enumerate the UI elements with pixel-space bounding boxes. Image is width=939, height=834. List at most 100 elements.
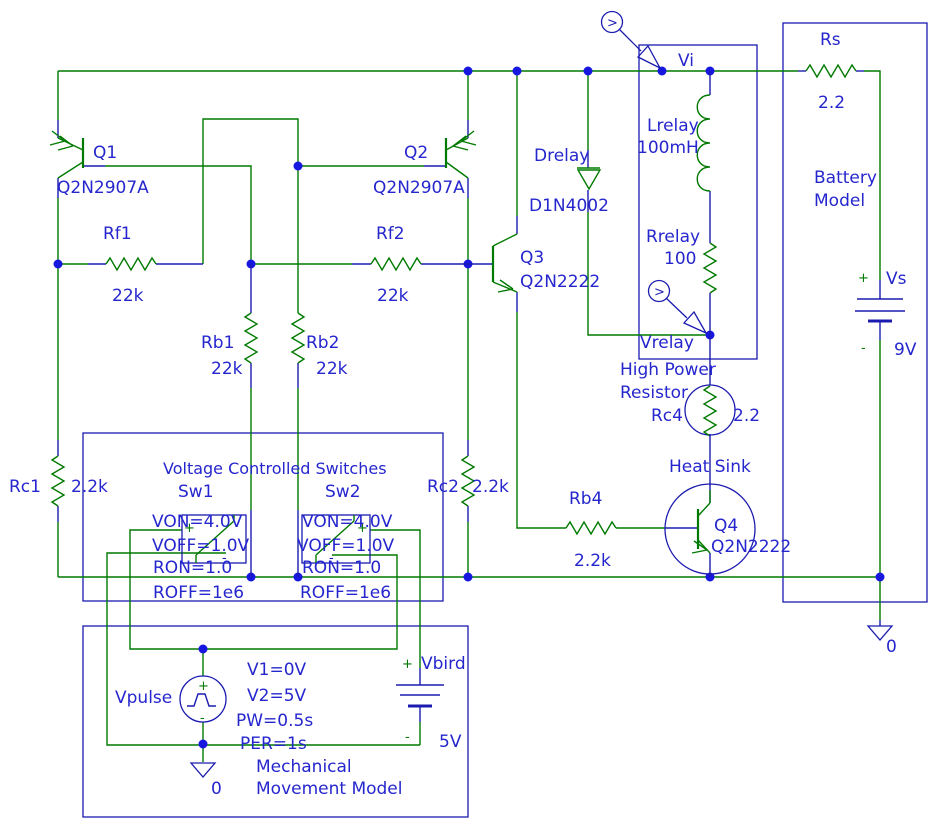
vs-ref[interactable]: Vs: [886, 269, 907, 289]
rc2-ref[interactable]: Rc2: [427, 477, 459, 497]
rb2-ref[interactable]: Rb2: [306, 333, 339, 353]
resistor-rc1[interactable]: Rc1 2.2k: [9, 440, 108, 522]
note-battery-2: Model: [814, 191, 865, 211]
resistor-rb2[interactable]: Rb2 22k: [290, 312, 348, 388]
vpulse-param-v1[interactable]: V1=0V: [247, 660, 307, 680]
mechanical-model-box[interactable]: [82, 625, 469, 818]
ground-icon: [189, 762, 217, 778]
sw1-ref[interactable]: Sw1: [178, 482, 214, 502]
vs-value[interactable]: 9V: [894, 340, 917, 360]
vpulse-param-per[interactable]: PER=1s: [240, 734, 307, 754]
resistor-rf2[interactable]: Rf2 22k: [352, 224, 468, 306]
vbird-ref[interactable]: Vbird: [421, 654, 466, 674]
transistor-q4[interactable]: Q4 Q2N2222: [664, 483, 791, 577]
sw2-minus-mark: -: [329, 551, 334, 566]
resistor-rb1[interactable]: Rb1 22k: [201, 264, 259, 388]
lrelay-value[interactable]: 100mH: [637, 138, 699, 158]
rb4-ref[interactable]: Rb4: [569, 489, 602, 509]
resistor-rc2[interactable]: Rc2 2.2k: [427, 440, 509, 522]
source-vpulse[interactable]: + - Vpulse V1=0V V2=5V PW=0.5s PER=1s: [115, 660, 313, 754]
lrelay-ref[interactable]: Lrelay: [647, 116, 699, 136]
rb1-value[interactable]: 22k: [211, 359, 243, 379]
note-switch-box-title: Voltage Controlled Switches: [163, 459, 387, 478]
rrelay-ref[interactable]: Rrelay: [646, 227, 700, 247]
note-heat-sink: Heat Sink: [669, 457, 751, 477]
vbird-minus-mark: -: [405, 730, 410, 745]
q3-emitter-arrow-icon: [497, 279, 514, 293]
vbird-plus-mark: +: [402, 657, 413, 672]
rb2-value[interactable]: 22k: [316, 359, 348, 379]
rf1-value[interactable]: 22k: [112, 286, 144, 306]
probe-vrelay[interactable]: >: [647, 279, 708, 335]
probe-icon: [600, 10, 624, 34]
ground-battery[interactable]: 0: [866, 620, 897, 657]
switches-box[interactable]: [82, 432, 444, 602]
ground-vpulse[interactable]: 0: [189, 762, 222, 799]
sw1-param-voff[interactable]: VOFF=1.0V: [152, 536, 250, 556]
q3-model[interactable]: Q2N2222: [520, 272, 600, 292]
resistor-rb4[interactable]: Rb4 2.2k: [565, 489, 617, 571]
switch-sw2[interactable]: + - Sw2 VON=4.0V VOFF=1.0V RON=1.0 ROFF=…: [297, 482, 395, 603]
sw1-minus-mark: -: [222, 551, 227, 566]
net-label-vrelay[interactable]: Vrelay: [640, 333, 694, 353]
probe-glyph: >: [654, 285, 665, 300]
q4-ref[interactable]: Q4: [714, 516, 738, 536]
sw2-param-ron[interactable]: RON=1.0: [302, 558, 381, 578]
vs-plus-mark: +: [858, 271, 869, 286]
q1-model[interactable]: Q2N2907A: [57, 178, 149, 198]
q2-emitter-arrow-icon: [452, 130, 477, 151]
vpulse-param-v2[interactable]: V2=5V: [247, 686, 307, 706]
q2-model[interactable]: Q2N2907A: [373, 178, 465, 198]
source-vs[interactable]: + - Vs 9V: [855, 269, 917, 360]
sw2-param-von[interactable]: VON=4.0V: [302, 512, 393, 532]
resistor-rf1[interactable]: Rf1 22k: [88, 224, 203, 306]
transistor-q2[interactable]: Q2 Q2N2907A: [373, 120, 477, 198]
rc4-value[interactable]: 2.2: [733, 406, 760, 426]
net-label-vi[interactable]: Vi: [678, 51, 694, 71]
probe-arrowhead-icon: [682, 310, 708, 335]
rs-ref[interactable]: Rs: [820, 30, 841, 50]
vbird-value[interactable]: 5V: [439, 732, 462, 752]
sw1-param-von[interactable]: VON=4.0V: [152, 512, 243, 532]
sw1-param-ron[interactable]: RON=1.0: [153, 558, 232, 578]
sw1-plus-mark: +: [184, 521, 195, 536]
transistor-q1[interactable]: Q1 Q2N2907A: [49, 120, 149, 198]
battery-model-box[interactable]: [782, 22, 928, 603]
drelay-model[interactable]: D1N4002: [529, 196, 609, 216]
source-vbird[interactable]: + - Vbird 5V: [396, 654, 466, 752]
resistor-rrelay[interactable]: Rrelay 100: [646, 227, 718, 385]
ground-icon: [866, 625, 894, 641]
vs-minus-mark: -: [861, 341, 866, 356]
rb4-value[interactable]: 2.2k: [574, 551, 611, 571]
rc1-value[interactable]: 2.2k: [71, 477, 108, 497]
rf2-ref[interactable]: Rf2: [376, 224, 405, 244]
rb1-ref[interactable]: Rb1: [201, 333, 234, 353]
rc4-ref[interactable]: Rc4: [651, 406, 683, 426]
sw1-param-roff[interactable]: ROFF=1e6: [153, 583, 244, 603]
rc2-value[interactable]: 2.2k: [472, 477, 509, 497]
q2-ref[interactable]: Q2: [404, 143, 428, 163]
probe-glyph: >: [607, 16, 618, 31]
diode-drelay[interactable]: Drelay D1N4002: [529, 146, 609, 216]
sw2-param-voff[interactable]: VOFF=1.0V: [297, 536, 395, 556]
transistor-q3[interactable]: Q3 Q2N2222: [468, 216, 600, 312]
q3-ref[interactable]: Q3: [520, 248, 544, 268]
switch-sw1[interactable]: + - Sw1 VON=4.0V VOFF=1.0V RON=1.0 ROFF=…: [152, 482, 252, 603]
rf1-ref[interactable]: Rf1: [103, 224, 132, 244]
sw2-ref[interactable]: Sw2: [325, 482, 361, 502]
sw2-param-roff[interactable]: ROFF=1e6: [300, 583, 391, 603]
rs-value[interactable]: 2.2: [818, 93, 845, 113]
rf2-value[interactable]: 22k: [377, 286, 409, 306]
q4-model[interactable]: Q2N2222: [711, 537, 791, 557]
rc1-ref[interactable]: Rc1: [9, 477, 41, 497]
inductor-lrelay[interactable]: Lrelay 100mH: [637, 71, 711, 243]
resistor-rs[interactable]: Rs 2.2: [798, 30, 864, 113]
probe-vi[interactable]: >: [600, 10, 662, 70]
vpulse-ref[interactable]: Vpulse: [115, 688, 172, 708]
q1-ref[interactable]: Q1: [93, 143, 117, 163]
relay-box[interactable]: [638, 44, 758, 360]
vpulse-param-pw[interactable]: PW=0.5s: [236, 711, 313, 731]
drelay-ref[interactable]: Drelay: [534, 146, 589, 166]
rrelay-value[interactable]: 100: [664, 249, 696, 269]
